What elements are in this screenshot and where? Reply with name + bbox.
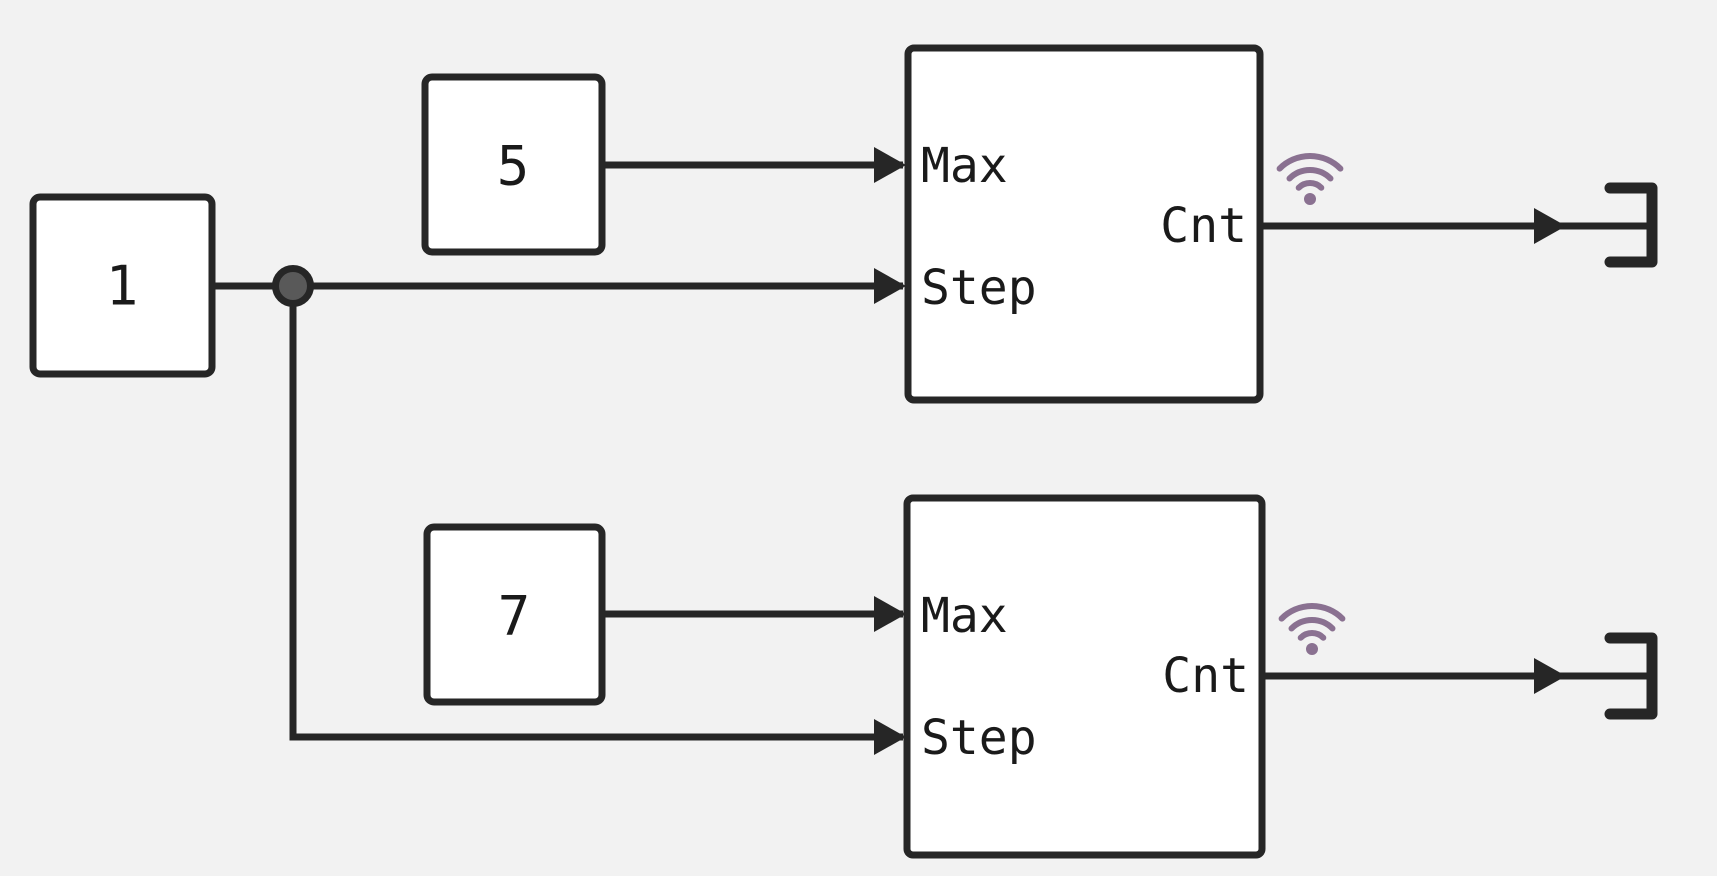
wire-cnt-a-output[interactable] (1260, 208, 1650, 244)
port-label-step: Step (921, 710, 1037, 766)
block-body[interactable] (903, 494, 1266, 859)
output-terminator-bracket[interactable] (1604, 632, 1658, 720)
wire-branch-to-step-b[interactable] (289, 286, 906, 755)
wifi-arc-large (1278, 603, 1346, 622)
wifi-arc-mid (1286, 167, 1334, 182)
wifi-dot (1304, 193, 1316, 205)
wifi-arc-mid (1288, 617, 1336, 632)
wifi-signal-icon[interactable] (1276, 153, 1344, 205)
arrowhead-icon (1534, 208, 1566, 244)
value-label: 5 (497, 135, 530, 198)
value-label: 7 (498, 585, 531, 648)
wifi-dot (1306, 643, 1318, 655)
wifi-arc-small (1295, 180, 1325, 191)
port-label-cnt: Cnt (1162, 648, 1249, 704)
counter-block-a[interactable]: Max Step Cnt (904, 44, 1264, 404)
constant-block-5[interactable]: 5 (421, 73, 606, 256)
block-body[interactable] (29, 193, 216, 378)
block-body[interactable] (421, 73, 606, 256)
wire-const7-to-max-b[interactable] (602, 596, 906, 632)
wifi-arc-large (1276, 153, 1344, 172)
wire-source1-to-step-a[interactable] (212, 268, 906, 304)
wire-segment[interactable] (289, 286, 903, 741)
arrowhead-icon (874, 268, 906, 304)
arrowhead-icon (874, 147, 906, 183)
arrowhead-icon (1534, 658, 1566, 694)
arrowhead-icon (874, 719, 906, 755)
wire-const5-to-max-a[interactable] (602, 147, 906, 183)
output-terminator-bracket[interactable] (1604, 182, 1658, 268)
value-label: 1 (106, 255, 139, 318)
arrowhead-icon (874, 596, 906, 632)
block-body[interactable] (423, 523, 606, 706)
junction-dot[interactable] (272, 265, 314, 307)
wifi-signal-icon[interactable] (1278, 603, 1346, 655)
block-body[interactable] (904, 44, 1264, 404)
port-label-max: Max (921, 588, 1008, 644)
wire-cnt-b-output[interactable] (1262, 658, 1650, 694)
constant-block-1[interactable]: 1 (29, 193, 216, 378)
counter-block-b[interactable]: Max Step Cnt (903, 494, 1266, 859)
port-label-step: Step (921, 260, 1037, 316)
wifi-arc-small (1297, 630, 1327, 641)
port-label-max: Max (921, 138, 1008, 194)
port-label-cnt: Cnt (1160, 198, 1247, 254)
constant-block-7[interactable]: 7 (423, 523, 606, 706)
